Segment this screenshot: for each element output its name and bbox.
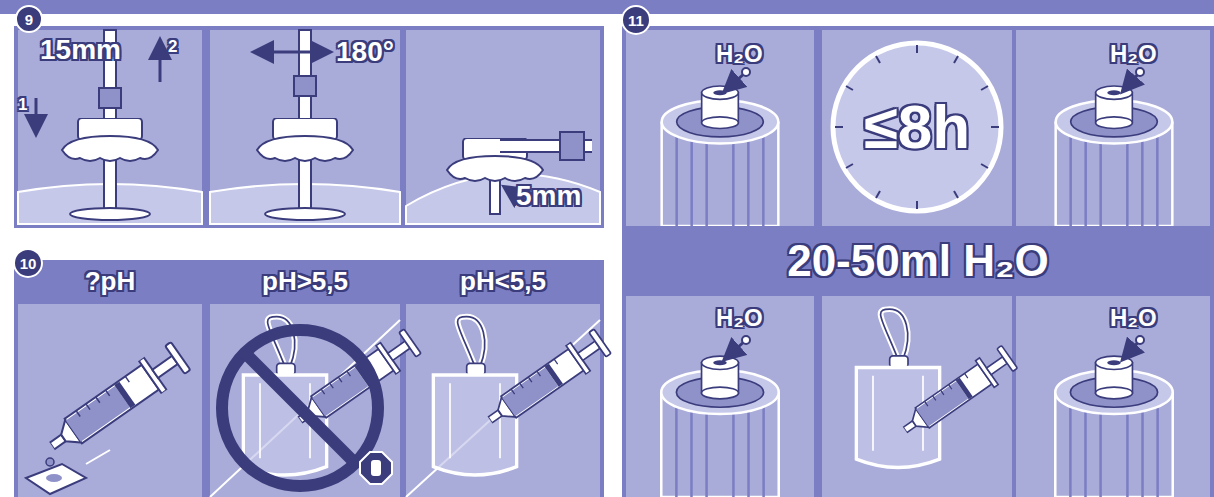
dimension-label: 5mm <box>516 182 581 210</box>
water-label: H₂O <box>1110 306 1157 330</box>
dimension-label: 15mm <box>40 36 121 64</box>
volume-band: 20-50ml H₂O <box>622 228 1214 294</box>
node-text: pH>5,5 <box>262 268 348 294</box>
node-text: ?pH <box>85 268 136 294</box>
water-label: H₂O <box>1110 42 1157 66</box>
order-number: 1 <box>18 96 27 113</box>
ph-header-band: pH>5,5 <box>210 262 400 300</box>
node-text: ≤8h <box>864 96 970 158</box>
rotation-label: 180° <box>336 38 394 66</box>
step-number: 10 <box>13 248 43 278</box>
order-number: 2 <box>168 38 177 55</box>
clock-circle: ≤8h <box>827 37 1007 217</box>
step-number: 9 <box>15 5 43 33</box>
node-text: pH<5,5 <box>460 268 546 294</box>
water-label: H₂O <box>716 42 763 66</box>
ph-header-band: ?pH <box>18 262 202 300</box>
node-text: 20-50ml H₂O <box>787 239 1049 283</box>
ph-header-band: pH<5,5 <box>406 262 600 300</box>
step-number: 11 <box>621 5 651 35</box>
water-label: H₂O <box>716 306 763 330</box>
